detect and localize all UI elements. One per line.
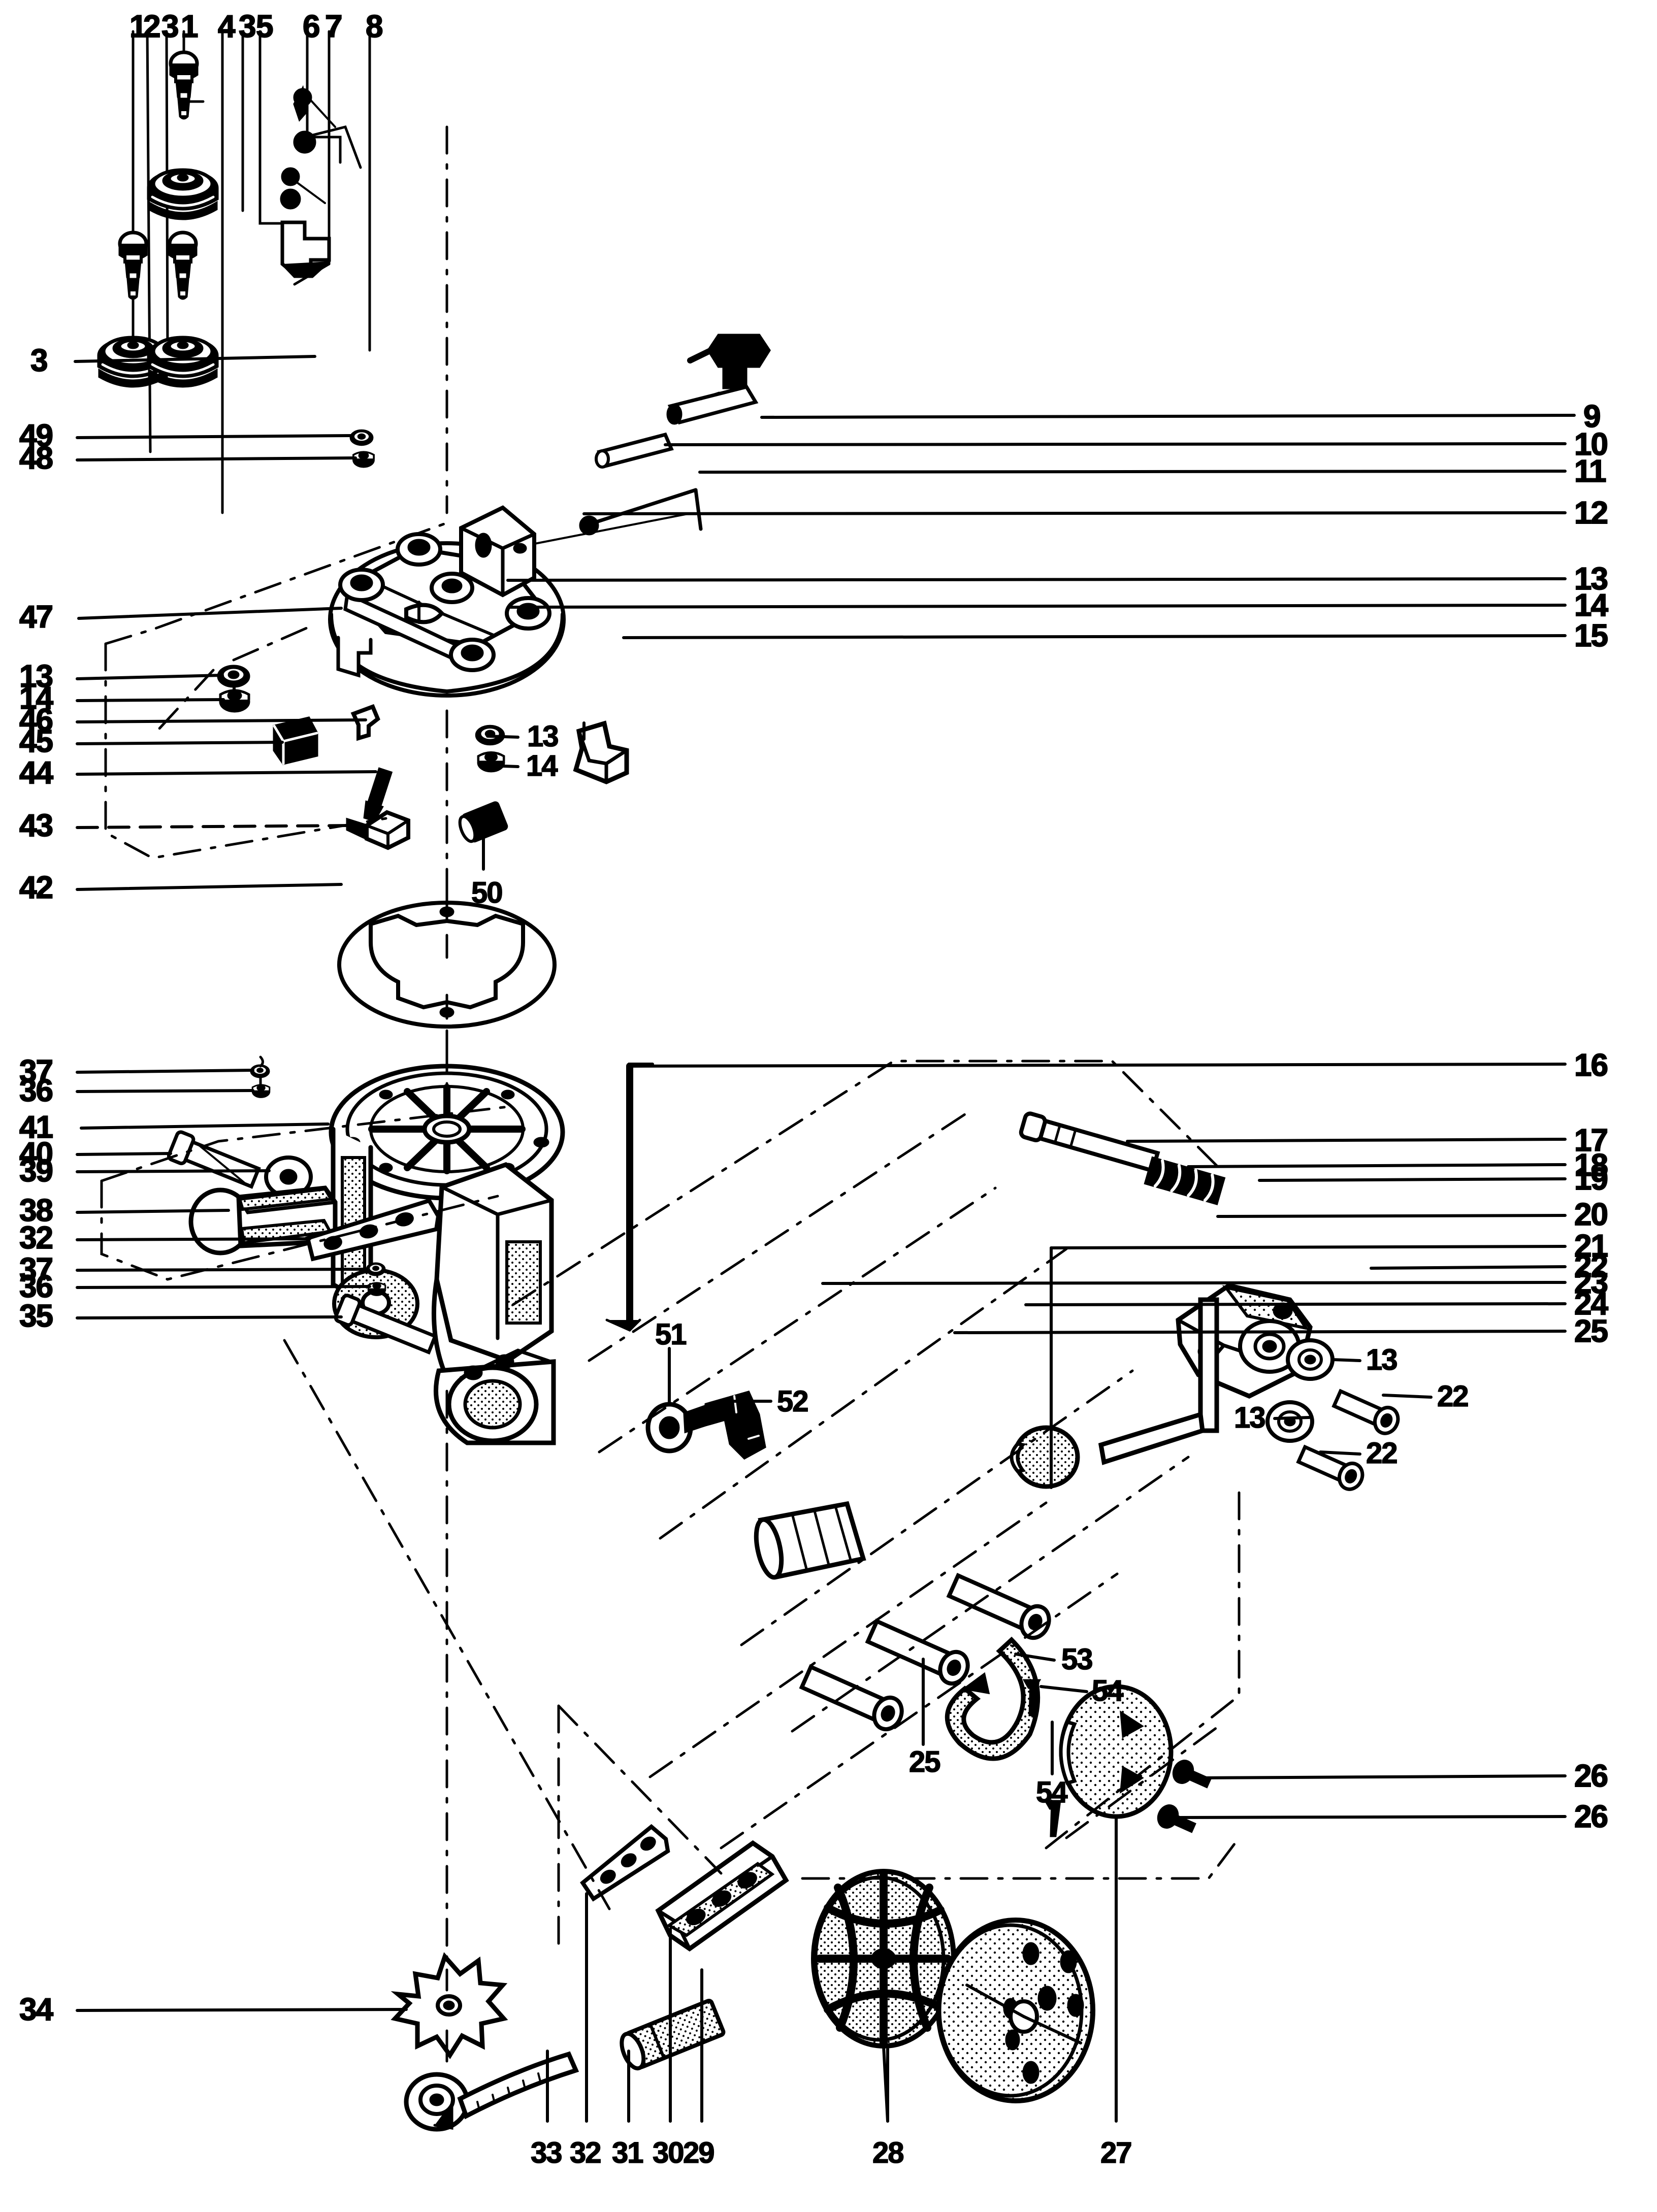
callout-number-38: 38	[19, 1193, 54, 1228]
callout-number-3: 3	[238, 9, 257, 44]
callout-number-54: 54	[1035, 1776, 1068, 1809]
callout-number-14: 14	[19, 681, 54, 716]
callout-number-29: 29	[683, 2136, 715, 2169]
callout-number-32: 32	[569, 2136, 602, 2169]
callout-number-16: 16	[1574, 1048, 1609, 1083]
callout-number-3: 3	[161, 9, 180, 44]
callout-number-37: 37	[19, 1252, 54, 1287]
callout-number-11: 11	[1574, 454, 1607, 489]
callout-number-1: 1	[180, 9, 199, 44]
callout-number-26: 26	[1574, 1799, 1609, 1834]
callout-number-23: 23	[1574, 1265, 1609, 1300]
callout-number-45: 45	[19, 724, 54, 759]
callout-number-22: 22	[1366, 1437, 1398, 1470]
callout-number-43: 43	[19, 808, 54, 843]
callout-number-13: 13	[19, 659, 54, 694]
callout-number-3: 3	[30, 343, 49, 378]
callout-number-13: 13	[1233, 1401, 1266, 1434]
callout-number-44: 44	[19, 755, 54, 790]
callout-number-22: 22	[1437, 1380, 1469, 1413]
callout-number-42: 42	[19, 870, 54, 905]
callout-number-48: 48	[19, 441, 54, 476]
callout-number-21: 21	[1574, 1229, 1609, 1264]
callout-number-17: 17	[1574, 1123, 1609, 1158]
callout-number-22: 22	[1574, 1249, 1609, 1284]
callout-number-50: 50	[471, 876, 503, 909]
callout-number-47: 47	[19, 600, 54, 635]
callout-number-46: 46	[19, 703, 54, 738]
callout-number-24: 24	[1574, 1286, 1609, 1322]
callout-number-14: 14	[526, 749, 558, 782]
callout-number-13: 13	[1366, 1343, 1398, 1376]
callout-number-18: 18	[1574, 1148, 1609, 1183]
callout-number-27: 27	[1100, 2136, 1132, 2169]
callout-number-30: 30	[652, 2136, 685, 2169]
callout-number-5: 5	[255, 9, 274, 44]
callout-number-25: 25	[1574, 1314, 1609, 1349]
callout-number-33: 33	[530, 2136, 563, 2169]
callout-number-34: 34	[19, 1992, 54, 2027]
callout-number-12: 12	[1574, 496, 1609, 531]
callout-number-51: 51	[655, 1318, 687, 1351]
callout-number-6: 6	[302, 9, 321, 44]
callout-number-9: 9	[1583, 399, 1602, 434]
callout-number-28: 28	[872, 2136, 904, 2169]
callout-number-40: 40	[19, 1136, 54, 1171]
callout-number-32: 32	[19, 1220, 54, 1256]
callout-number-10: 10	[1574, 427, 1609, 462]
callout-number-35: 35	[19, 1299, 54, 1334]
callout-number-1: 1	[129, 9, 148, 44]
callout-number-14: 14	[1574, 588, 1609, 623]
callout-number-13: 13	[1574, 562, 1609, 597]
callout-number-53: 53	[1061, 1643, 1093, 1676]
callout-number-31: 31	[611, 2136, 644, 2169]
callout-number-36: 36	[19, 1073, 54, 1108]
callout-number-37: 37	[19, 1054, 54, 1089]
callout-number-26: 26	[1574, 1759, 1609, 1794]
callout-number-20: 20	[1574, 1197, 1609, 1232]
callout-number-25: 25	[908, 1745, 941, 1778]
callout-number-15: 15	[1574, 618, 1609, 653]
callout-number-19: 19	[1574, 1162, 1609, 1197]
callout-number-52: 52	[776, 1385, 809, 1418]
callout-number-8: 8	[365, 9, 384, 44]
callout-number-41: 41	[19, 1110, 54, 1145]
callout-number-39: 39	[19, 1153, 54, 1188]
callout-number-7: 7	[324, 9, 343, 44]
callout-number-49: 49	[19, 418, 54, 453]
callout-number-4: 4	[217, 9, 236, 44]
callout-number-54: 54	[1091, 1674, 1124, 1707]
callout-number-36: 36	[19, 1269, 54, 1304]
callout-number-13: 13	[527, 720, 559, 753]
callout-number-2: 2	[143, 9, 161, 44]
